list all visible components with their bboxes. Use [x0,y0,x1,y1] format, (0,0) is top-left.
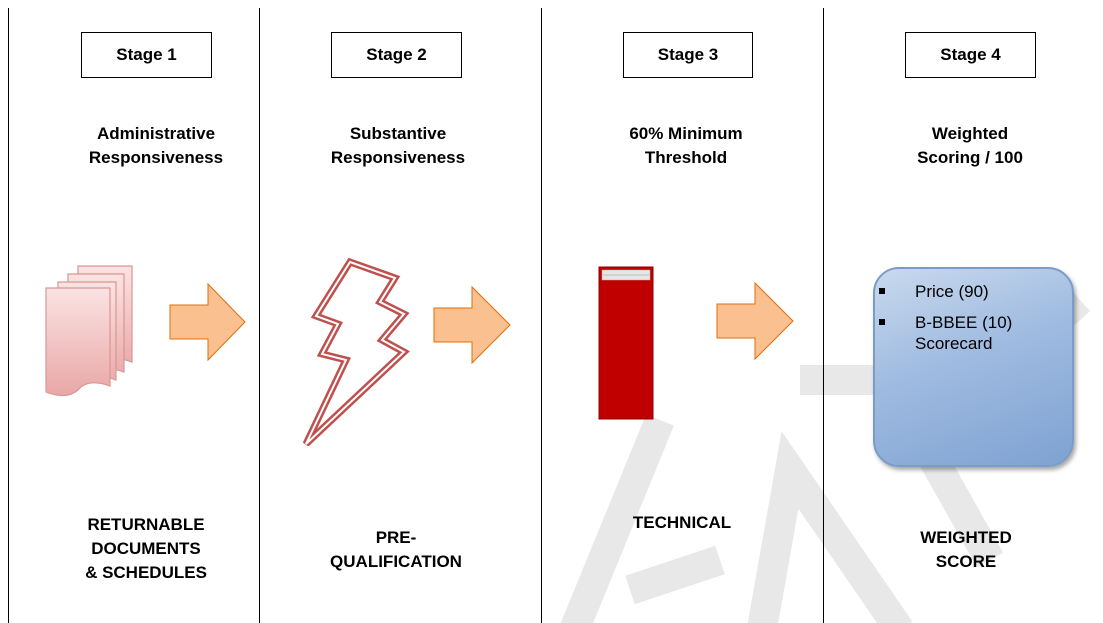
stage-2-footer: PRE- QUALIFICATION [330,528,462,571]
stage-3-footer: TECHNICAL [632,513,732,532]
stage-1-heading: Administrative Responsiveness [88,124,224,167]
stage-4-footer: WEIGHTED SCORE [920,528,1012,571]
lightning-bolt-icon [302,257,410,446]
square-bullet-icon [879,319,885,325]
column-divider [259,8,260,623]
stage-1-label: Stage 1 [81,32,212,78]
stage-4-heading: Weighted Scoring / 100 [917,124,1023,167]
stage-4-label: Stage 4 [905,32,1036,78]
scorecard-box: Price (90) B-BBEE (10) Scorecard [873,267,1074,467]
scorecard-item: Price (90) [875,281,1075,302]
stage-3-label: Stage 3 [623,32,753,78]
red-block-icon [598,266,654,420]
scorecard-item-text: Price (90) [915,282,989,301]
column-divider [823,8,824,623]
scorecard-item: B-BBEE (10) Scorecard [875,312,1075,354]
documents-icon [45,265,133,397]
stage-1-footer: RETURNABLE DOCUMENTS & SCHEDULES [85,515,207,582]
right-arrow-icon [169,282,246,362]
stage-2-label: Stage 2 [331,32,462,78]
stage-3-heading: 60% Minimum Threshold [629,124,743,167]
right-arrow-icon [716,281,794,361]
column-divider [8,8,9,623]
scorecard-list: Price (90) B-BBEE (10) Scorecard [875,281,1075,364]
scorecard-item-text: B-BBEE (10) Scorecard [915,313,1013,353]
square-bullet-icon [879,288,885,294]
right-arrow-icon [433,285,511,365]
stage-2-heading: Substantive Responsiveness [330,124,466,167]
column-divider [541,8,542,623]
